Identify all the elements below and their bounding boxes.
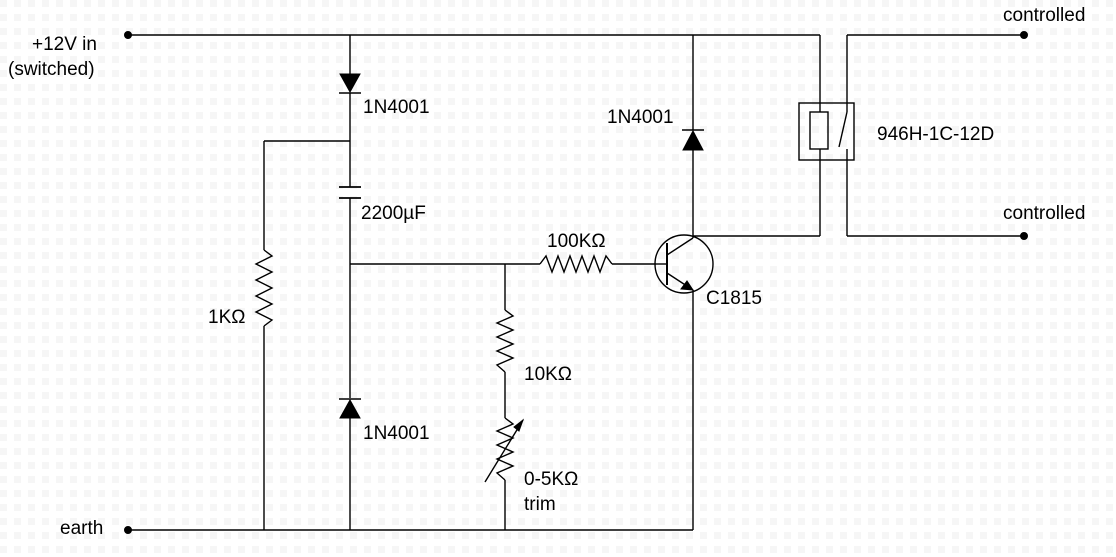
trimmer-arrow-head bbox=[513, 418, 525, 432]
flyback-diode-label: 1N4001 bbox=[607, 107, 674, 128]
trimmer-arrow-shaft bbox=[484, 419, 524, 483]
controlled-label-top: controlled bbox=[1003, 5, 1086, 26]
supply-label-line1: +12V in bbox=[32, 34, 97, 55]
controlled-outputs bbox=[847, 31, 1028, 240]
resistor-100k-symbol bbox=[539, 254, 613, 274]
diode-top-label: 1N4001 bbox=[363, 97, 430, 118]
transistor-wiring bbox=[692, 35, 821, 530]
trimmer-label-line1: 0-5KΩ bbox=[524, 469, 579, 490]
transistor-label: C1815 bbox=[706, 288, 762, 309]
controlled-terminal-top bbox=[1020, 31, 1028, 39]
relay-symbol bbox=[798, 35, 855, 236]
controlled-terminal-bottom bbox=[1020, 232, 1028, 240]
resistor-100k-label: 100KΩ bbox=[547, 231, 606, 252]
supply-label-line2: (switched) bbox=[8, 59, 95, 80]
resistor-10k-label: 10KΩ bbox=[524, 364, 573, 385]
divider-branch bbox=[484, 264, 525, 530]
diode-bottom-label: 1N4001 bbox=[363, 423, 430, 444]
left-resistor-branch bbox=[254, 140, 350, 530]
resistor-10k-symbol bbox=[495, 309, 515, 373]
base-branch bbox=[350, 254, 656, 274]
controlled-label-bottom: controlled bbox=[1003, 203, 1086, 224]
trimmer-label-line2: trim bbox=[524, 494, 556, 515]
center-branch bbox=[339, 35, 361, 530]
supply-rail bbox=[124, 31, 821, 103]
resistor-1k-symbol bbox=[254, 249, 274, 327]
transistor-symbol bbox=[654, 234, 714, 294]
relay-label: 946H-1C-12D bbox=[877, 124, 995, 145]
resistor-1k-label: 1KΩ bbox=[208, 307, 246, 328]
flyback-diode-symbol bbox=[682, 129, 704, 151]
earth-rail bbox=[124, 526, 693, 534]
capacitor-label: 2200µF bbox=[361, 203, 426, 224]
earth-label: earth bbox=[60, 518, 104, 539]
